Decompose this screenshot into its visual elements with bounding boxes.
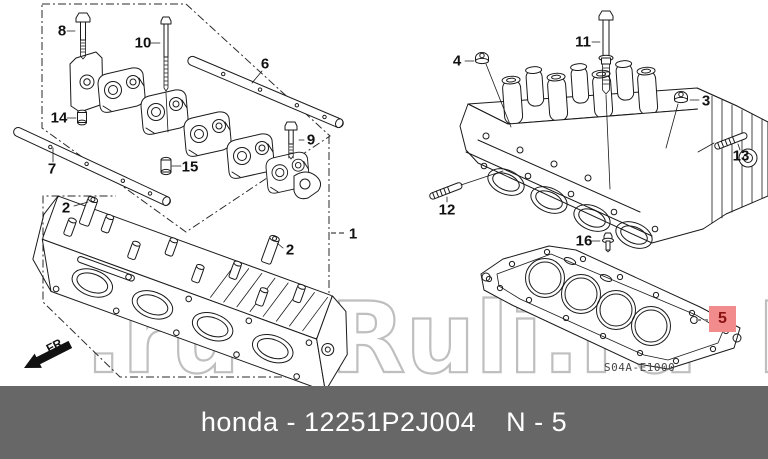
callout-3: 3 bbox=[701, 92, 711, 110]
callout-9: 9 bbox=[306, 131, 316, 149]
rocker-arm-assembly bbox=[69, 51, 322, 200]
head-gasket-5 bbox=[480, 245, 742, 370]
footer-bar: honda - 12251P2J004 N - 5 bbox=[0, 386, 768, 459]
nut-4 bbox=[475, 52, 489, 65]
cylinder-head-right bbox=[459, 60, 768, 249]
diagram-code: S04A-E1000 bbox=[604, 361, 676, 374]
rocker-shaft-6 bbox=[187, 55, 344, 129]
callout-13: 13 bbox=[732, 147, 750, 165]
callout-16: 16 bbox=[575, 232, 593, 250]
callout-12: 12 bbox=[438, 201, 456, 219]
callout-1: 1 bbox=[348, 225, 358, 243]
callout-5: 5 bbox=[718, 310, 727, 327]
valve-guide-2-left bbox=[79, 196, 99, 227]
stud-12 bbox=[428, 181, 464, 201]
callout-2-left: 2 bbox=[61, 199, 71, 217]
part-16-bolt bbox=[602, 232, 614, 253]
rocker-shaft-7 bbox=[13, 126, 171, 206]
diagram-canvas: .ru Ruli.ru R bbox=[13, 3, 768, 386]
callout-leader-lines bbox=[52, 30, 741, 249]
bolt-11 bbox=[598, 10, 614, 190]
cylinder-head-left bbox=[32, 195, 348, 386]
watermark-fragment-right: R bbox=[757, 282, 768, 386]
callout-15: 15 bbox=[181, 158, 199, 176]
callout-6: 6 bbox=[260, 55, 270, 73]
callout-14: 14 bbox=[50, 109, 68, 127]
part-15-cylinder bbox=[160, 156, 172, 176]
part-14-cylinder bbox=[77, 109, 87, 126]
footer-page-ref: N - 5 bbox=[506, 407, 568, 437]
callout-7: 7 bbox=[47, 160, 57, 178]
callout-4: 4 bbox=[452, 52, 462, 70]
bolt-9 bbox=[284, 121, 298, 160]
fr-arrow-icon bbox=[24, 340, 73, 368]
bolt-8 bbox=[75, 12, 91, 60]
bolt-10 bbox=[160, 16, 172, 133]
footer-part-number: honda - 12251P2J004 bbox=[200, 407, 477, 437]
dashdot-borders bbox=[41, 3, 331, 378]
callout-10: 10 bbox=[134, 34, 152, 52]
nut-3 bbox=[674, 91, 688, 104]
valve-guide-2-right bbox=[261, 235, 280, 265]
callout-2-right: 2 bbox=[285, 241, 295, 259]
callout-8: 8 bbox=[57, 22, 67, 40]
highlighted-callout-5-box: 5 bbox=[709, 306, 736, 332]
callout-11: 11 bbox=[575, 33, 591, 51]
